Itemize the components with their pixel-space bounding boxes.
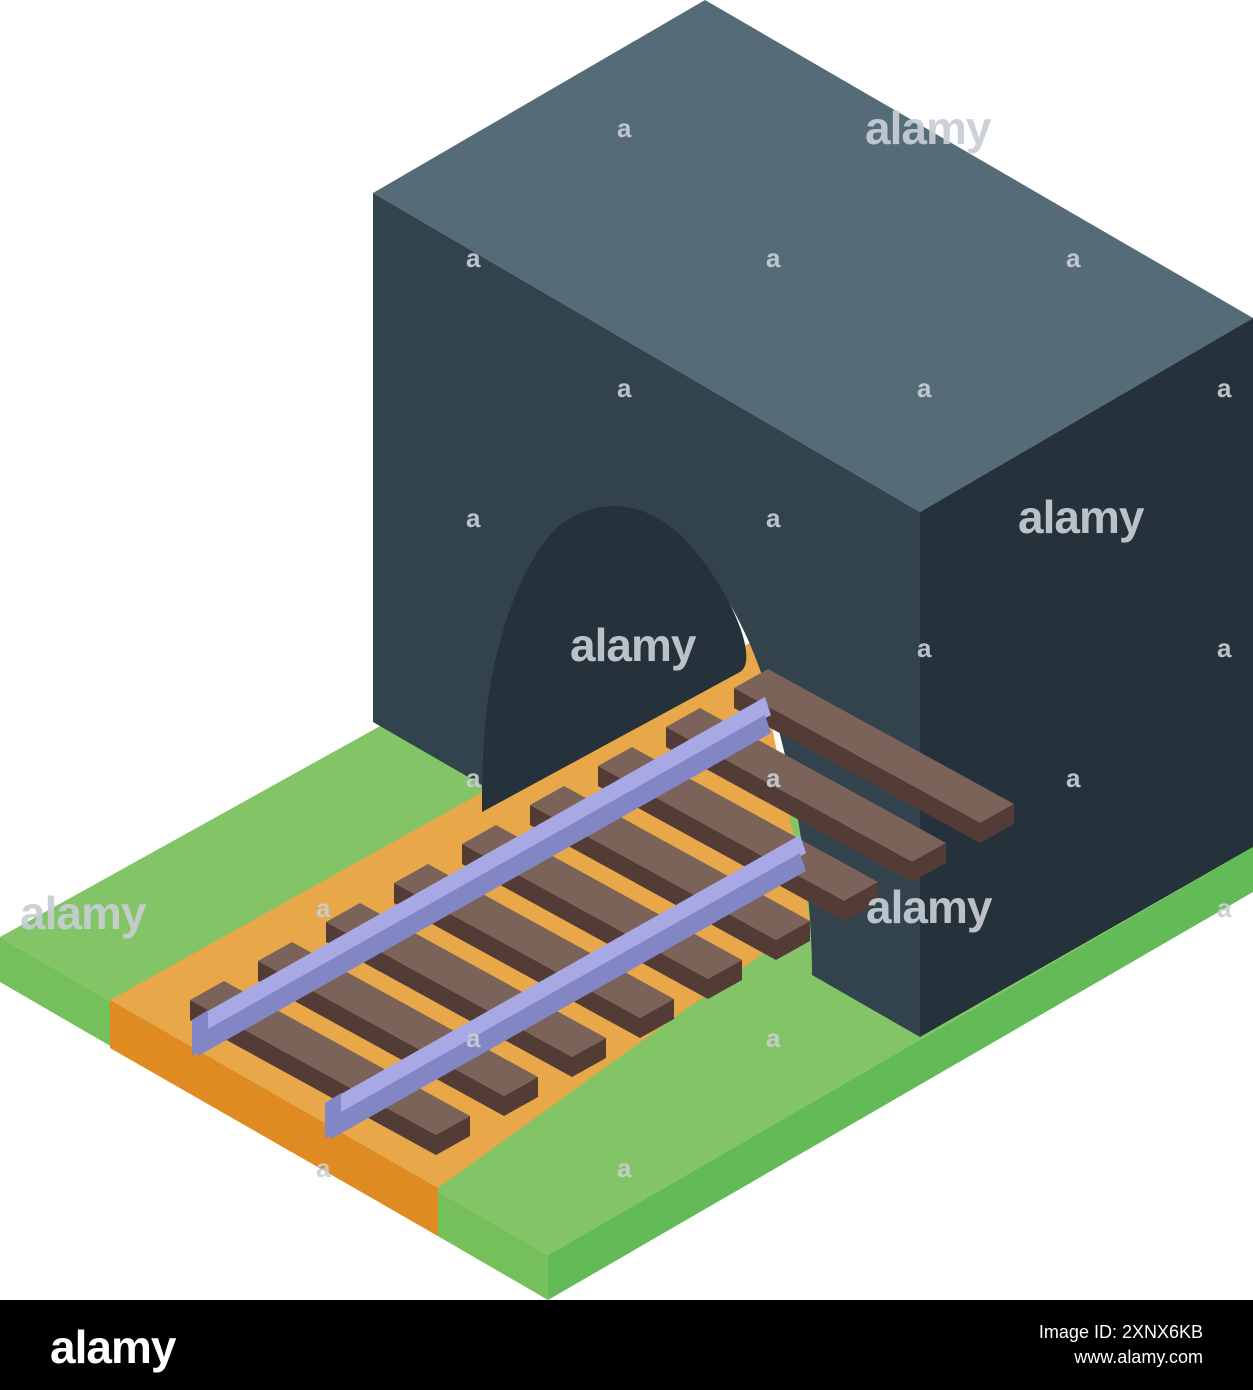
site-url-text: www.alamy.com [1074, 1347, 1203, 1367]
sleeper-side [572, 1038, 606, 1077]
footer-brand-logo: alamy [50, 1321, 176, 1373]
footer-bar: alamy Image ID: 2XNX6KB www.alamy.com [0, 1300, 1253, 1390]
sleeper-side [436, 1116, 470, 1155]
rail-left-side [192, 715, 771, 1056]
sleeper-top [734, 669, 1014, 823]
tunnel-front-face [373, 193, 920, 1037]
tunnel-side-face [920, 318, 1253, 1037]
tunnel-block [373, 0, 1253, 1037]
rail-left-end [192, 1010, 208, 1056]
sleeper-side [776, 921, 810, 960]
sleeper-front [666, 727, 912, 882]
sleeper-front [734, 688, 980, 843]
rail-right-end [325, 1093, 341, 1139]
sleeper-side [912, 843, 946, 882]
sleeper-side [708, 960, 742, 999]
sleeper-side [980, 804, 1014, 843]
sleeper-side [640, 999, 674, 1038]
sleeper-side [844, 882, 878, 921]
footer-info: Image ID: 2XNX6KB www.alamy.com [1039, 1320, 1203, 1370]
image-id-text: Image ID: 2XNX6KB [1038, 1322, 1203, 1342]
sleeper-front [190, 1000, 436, 1155]
sleeper-front [326, 922, 572, 1077]
rail-right-side [325, 853, 806, 1139]
tunnel-railway-illustration [0, 0, 1253, 1300]
rail-right-top [325, 835, 806, 1121]
ground-edge-right [548, 847, 1253, 1300]
sleeper-front [258, 961, 504, 1116]
ballast-edge [110, 1000, 438, 1236]
rail-left-top [192, 697, 771, 1038]
sleeper-side [504, 1077, 538, 1116]
railway-track [190, 669, 1014, 1155]
tunnel-arch-opening [482, 506, 747, 812]
tunnel-top-face [373, 0, 1253, 512]
